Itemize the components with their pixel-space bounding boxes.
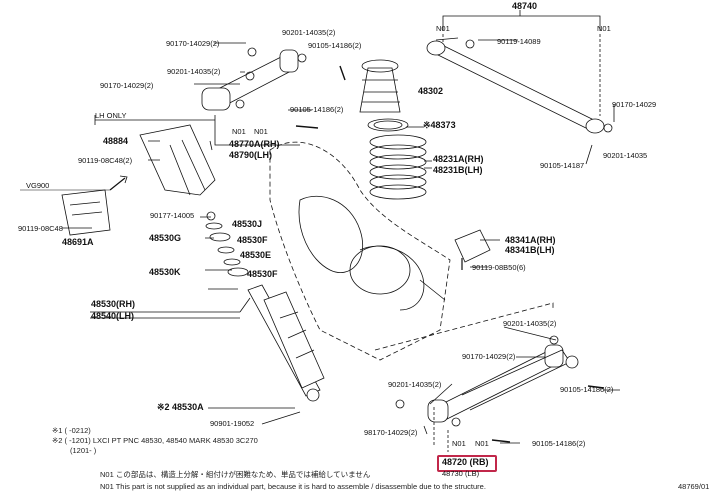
coil-spring xyxy=(369,134,427,200)
lower-control-arm xyxy=(439,349,556,421)
label-n01: N01 xyxy=(597,24,611,33)
bracket-48341 xyxy=(454,229,491,263)
note-2: ※2 ( -1201) LXCI PT PNC 48530, 48540 MAR… xyxy=(52,436,258,445)
label-48373: ※48373 xyxy=(423,120,456,130)
upper-control-arm xyxy=(211,54,294,109)
label-90119-08c48: 90119-08C48(2) xyxy=(78,156,133,165)
label-48341a: 48341A(RH) xyxy=(505,235,556,245)
label-48540: 48540(LH) xyxy=(91,311,135,321)
label-90119-14089: 90119-14089 xyxy=(497,37,541,46)
label-90201-14035: 90201-14035(2) xyxy=(388,380,442,389)
label-48770a: 48770A(RH) xyxy=(229,139,280,149)
label-48740: 48740 xyxy=(512,1,538,11)
label-48530f: 48530F xyxy=(247,269,278,279)
label-90105-14186: 90105-14186(2) xyxy=(308,41,362,50)
label-90170-14029: 90170-14029(2) xyxy=(100,81,154,90)
bump-stopper xyxy=(359,67,401,113)
label-48302: 48302 xyxy=(418,86,444,96)
label-90201-14035: 90201-14035(2) xyxy=(167,67,221,76)
label-90105-14186: 90105-14186(2) xyxy=(560,385,614,394)
label-98170-14029: 98170-14029(2) xyxy=(364,428,418,437)
label-90901-19052: 90901-19052 xyxy=(210,419,255,428)
label-90201-14035: 90201-14035(2) xyxy=(503,319,557,328)
note-n01-english: N01 This part is not supplied as an indi… xyxy=(100,482,486,491)
label-48530: 48530(RH) xyxy=(91,299,136,309)
label-90105-14186: 90105-14186(2) xyxy=(532,439,586,448)
note-3: (1201- ) xyxy=(70,446,97,455)
drawing-id: 48769/01 xyxy=(678,482,710,491)
axle-housing xyxy=(269,141,451,361)
bracket-48740 xyxy=(442,15,601,31)
label-n01: N01 xyxy=(436,24,450,33)
label-n01: N01 xyxy=(232,127,246,136)
label-48231b: 48231B(LH) xyxy=(433,165,483,175)
label-n01: N01 xyxy=(254,127,268,136)
bracket-48884 xyxy=(139,124,216,196)
spring-seat xyxy=(367,118,409,132)
label-vg-code: VG900 xyxy=(26,181,50,190)
label-lh-only: LH ONLY xyxy=(95,111,127,120)
label-48720: 48720 (RB) xyxy=(442,457,489,467)
note-n01-japanese: N01 この部品は、構造上分解・組付けが困難なため、単品では補給していません xyxy=(100,470,371,479)
highlight-48720 xyxy=(437,455,497,472)
label-48691a: 48691A xyxy=(62,237,94,247)
label-48530a: ※2 48530A xyxy=(157,402,204,412)
label-90119-08b50: 90119-08B50(6) xyxy=(472,263,526,272)
bracket-48691a xyxy=(61,189,111,236)
label-90177-14005: 90177-14005 xyxy=(150,211,195,220)
label-90170-14029: 90170-14029 xyxy=(612,100,657,109)
label-n01: N01 xyxy=(475,439,489,448)
label-90170-14029: 90170-14029(2) xyxy=(166,39,220,48)
label-48341b: 48341B(LH) xyxy=(505,245,555,255)
label-48530e: 48530E xyxy=(240,250,272,260)
label-90170-14029: 90170-14029(2) xyxy=(462,352,516,361)
label-n01: N01 xyxy=(452,439,466,448)
shock-absorber xyxy=(247,284,325,402)
label-48530f: 48530F xyxy=(237,235,268,245)
label-90105-14186: 90105-14186(2) xyxy=(290,105,344,114)
label-90119-08c48: 90119-08C48 xyxy=(18,224,63,233)
label-48730: 48730 (LB) xyxy=(442,469,480,478)
label-48530k: 48530K xyxy=(149,267,181,277)
label-90201-14035: 90201-14035(2) xyxy=(282,28,336,37)
label-48884: 48884 xyxy=(103,136,129,146)
label-90201-14035: 90201-14035 xyxy=(603,151,648,160)
label-48231a: 48231A(RH) xyxy=(433,154,484,164)
label-48530g: 48530G xyxy=(149,233,182,243)
note-1: ※1 ( -0212) xyxy=(52,426,91,435)
label-48790: 48790(LH) xyxy=(229,150,273,160)
label-48530j: 48530J xyxy=(232,219,263,229)
lateral-rod xyxy=(431,43,599,131)
label-90105-14187: 90105-14187 xyxy=(540,161,585,170)
